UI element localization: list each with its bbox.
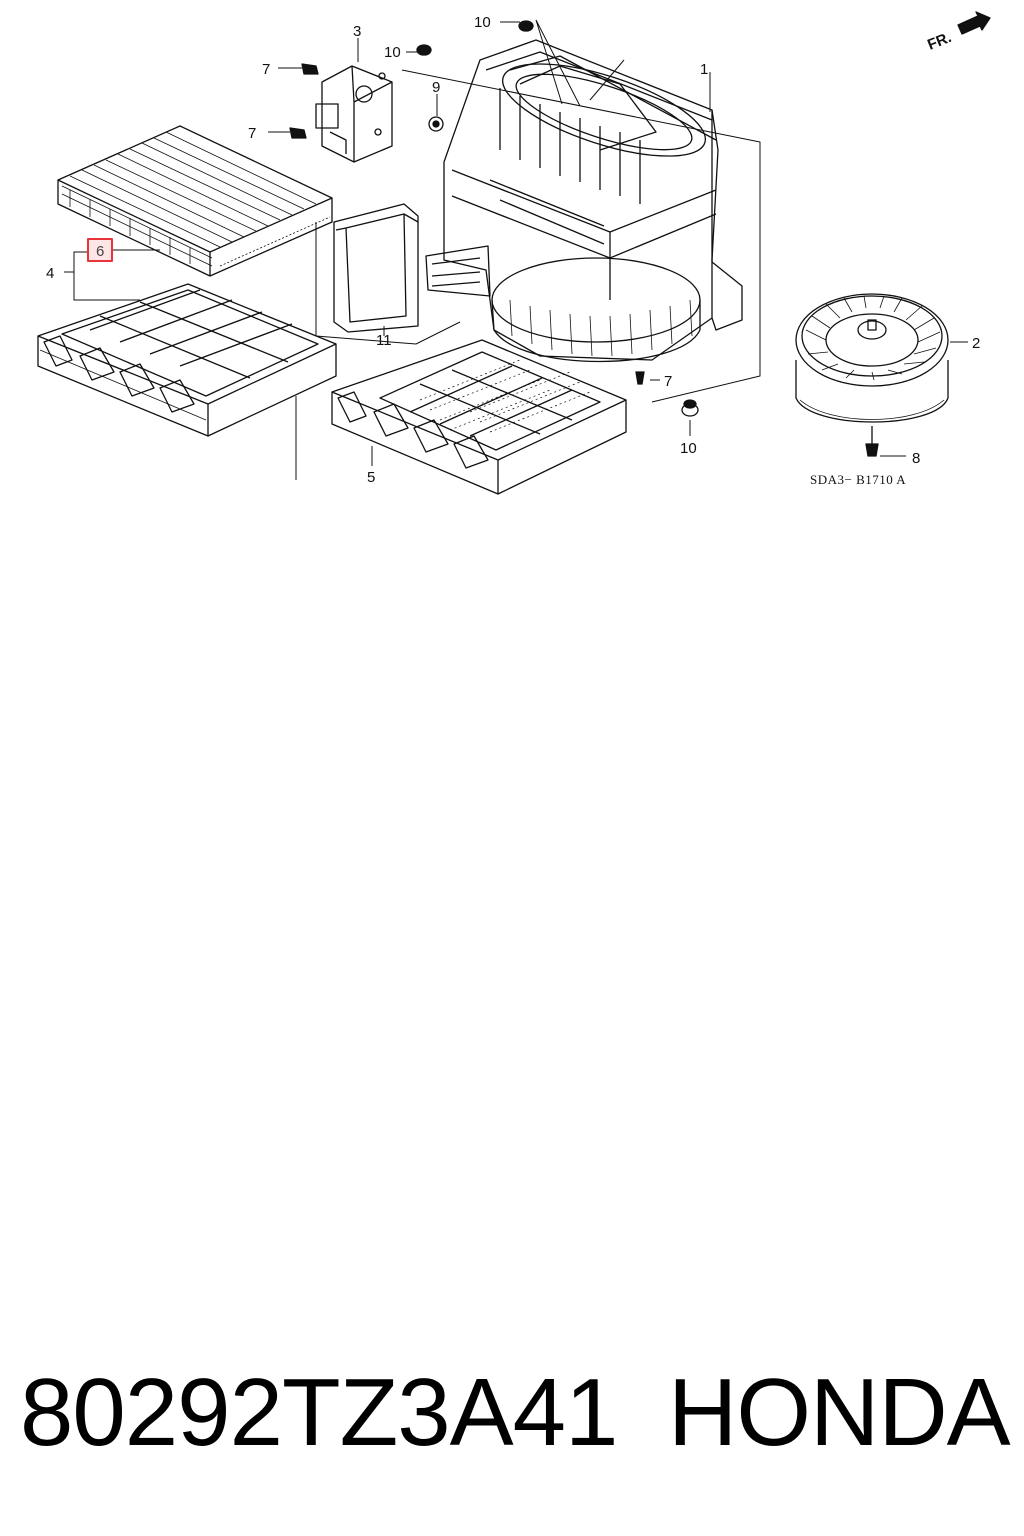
callout-2[interactable]: 2 (972, 335, 980, 352)
seal-drawing (333, 203, 419, 333)
brand-name: HONDA (668, 1359, 1011, 1466)
callout-1[interactable]: 1 (700, 61, 708, 78)
filter-lid-drawing (37, 283, 337, 437)
selected-part-highlight (87, 238, 113, 262)
parts-diagram: 1 2 3 4 5 6 7 7 7 8 9 10 10 10 11 FR. SD… (37, 11, 991, 495)
blower-motor-drawing (795, 293, 949, 457)
callout-4[interactable]: 4 (46, 265, 54, 282)
grommet-icon (416, 20, 699, 417)
callout-3[interactable]: 3 (353, 23, 361, 40)
front-direction-label: FR. (925, 29, 954, 54)
blower-housing-drawing (425, 39, 743, 363)
drawing-code: SDA3− B1710 A (810, 472, 906, 487)
callout-5[interactable]: 5 (367, 469, 375, 486)
callout-10-left[interactable]: 10 (384, 44, 401, 61)
part-number: 80292TZ3A41 (20, 1359, 618, 1466)
callout-7-top[interactable]: 7 (262, 61, 270, 78)
screw-icon (289, 63, 645, 385)
callout-7-middle[interactable]: 7 (248, 125, 256, 142)
callout-8[interactable]: 8 (912, 450, 920, 467)
callout-7-bottom[interactable]: 7 (664, 373, 672, 390)
nut-icon (428, 116, 444, 132)
cabin-filter-drawing (57, 125, 333, 277)
callout-9[interactable]: 9 (432, 79, 440, 96)
lower-case-drawing (331, 339, 627, 495)
callout-10-bottom[interactable]: 10 (680, 440, 697, 457)
callout-6[interactable]: 6 (96, 243, 104, 260)
front-direction-arrow-icon (957, 11, 991, 35)
callout-10-top[interactable]: 10 (474, 14, 491, 31)
callout-11[interactable]: 11 (376, 332, 392, 349)
power-transistor-drawing (315, 65, 393, 163)
